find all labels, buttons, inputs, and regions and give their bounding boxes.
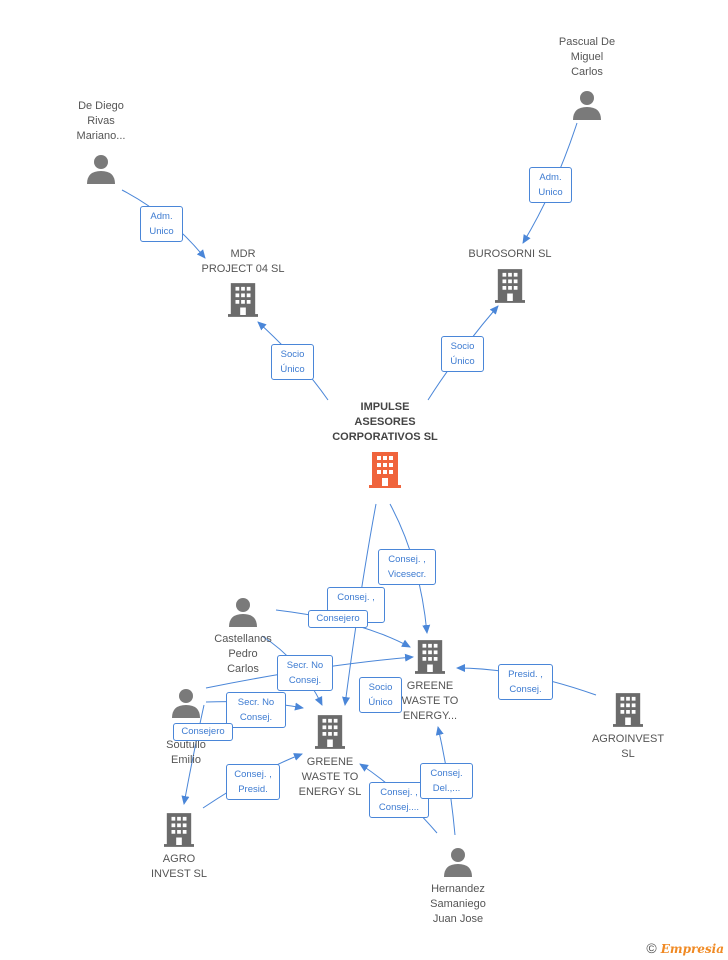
node-agroinvest-label: AGROINVEST SL xyxy=(591,733,665,760)
node-hernandez-label: Hernandez Samaniego Juan Jose xyxy=(430,883,486,925)
edge-label-socio-unico[interactable]: Socio Único xyxy=(359,677,402,713)
edge-label-adm-unico[interactable]: Adm. Unico xyxy=(140,206,183,242)
building-icon xyxy=(495,269,525,303)
copyright-icon: © xyxy=(646,940,657,956)
edge-label-consejero[interactable]: Consejero xyxy=(308,610,368,628)
edge-label-consej[interactable]: Consej. , ...r. xyxy=(327,587,385,623)
edge-label-socio-unico[interactable]: Socio Único xyxy=(271,344,314,380)
edge-label-socio-unico[interactable]: Socio Único xyxy=(441,336,484,372)
edge-label-consej-consej[interactable]: Consej. , Consej.... xyxy=(369,782,429,818)
node-greene2-label: GREENE WASTE TO ENERGY SL xyxy=(298,756,362,798)
person-icon xyxy=(172,689,200,718)
building-icon xyxy=(315,715,345,749)
brand-name: Empresia xyxy=(660,942,724,956)
node-agro-label: AGRO INVEST SL xyxy=(150,853,208,880)
person-icon xyxy=(229,598,257,627)
node-mdr-label: MDR PROJECT 04 SL xyxy=(201,248,285,275)
edge-label-secr-no-consej[interactable]: Secr. No Consej. xyxy=(226,692,286,728)
node-dediego-label: De Diego Rivas Mariano... xyxy=(76,100,126,142)
edge-label-consej-presid[interactable]: Consej. , Presid. xyxy=(226,764,280,800)
building-icon xyxy=(164,813,194,847)
edge-label-consej-vicesecr[interactable]: Consej. , Vicesecr. xyxy=(378,549,436,585)
person-icon xyxy=(573,91,601,120)
edge-sa-agro xyxy=(181,704,205,805)
building-icon xyxy=(228,283,258,317)
edge-label-consejero[interactable]: Consejero xyxy=(173,723,233,741)
building-icon xyxy=(369,452,401,488)
edge-label-secr-no-consej[interactable]: Secr. No Consej. xyxy=(277,655,333,691)
node-impulse-label: IMPULSE ASESORES CORPORATIVOS SL xyxy=(332,401,438,443)
node-greene1-label: GREENE WASTE TO ENERGY... xyxy=(401,680,459,722)
edge-label-consej-del[interactable]: Consej. Del.,... xyxy=(420,763,473,799)
person-icon xyxy=(444,848,472,877)
node-pascual-label: Pascual De Miguel Carlos xyxy=(558,36,616,78)
node-burosorni-label: BUROSORNI SL xyxy=(468,248,552,260)
footer-brand: ©Empresia xyxy=(646,940,724,956)
building-icon xyxy=(415,640,445,674)
person-icon xyxy=(87,155,115,184)
edge-label-adm-unico[interactable]: Adm. Unico xyxy=(529,167,572,203)
node-castellanos-label: Castellanos Pedro Carlos xyxy=(214,633,272,675)
building-icon xyxy=(613,693,643,727)
edge-label-presid-consej[interactable]: Presid. , Consej. xyxy=(498,664,553,700)
